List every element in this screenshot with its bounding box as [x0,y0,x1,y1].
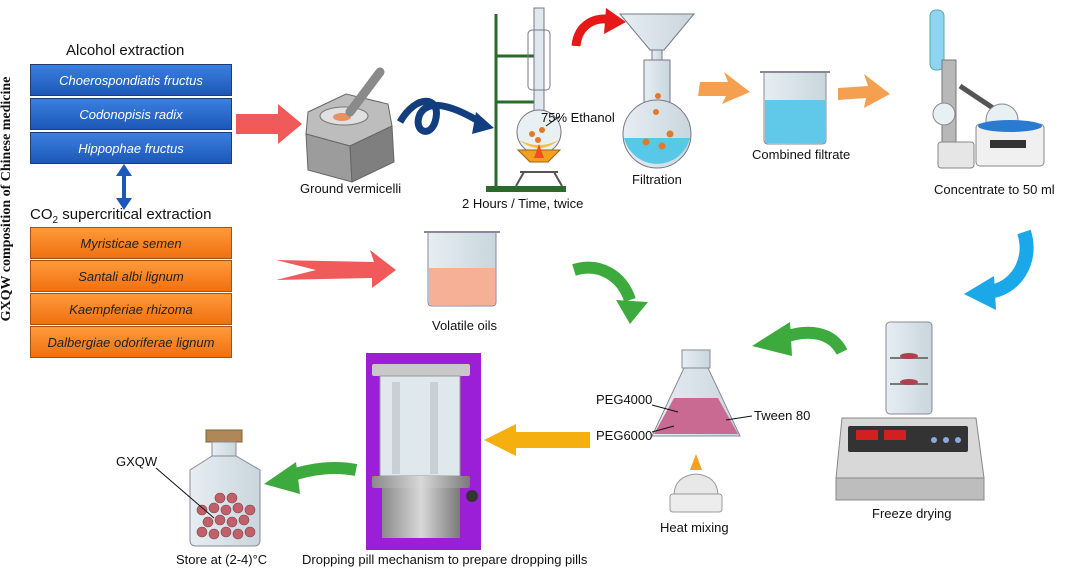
label-reflux-time: 2 Hours / Time, twice [462,196,584,211]
red-arrow-icon [276,250,396,288]
label-ground: Ground vermicelli [300,181,402,196]
red-arrow-icon [236,104,302,144]
herb-box-co2: Myristicae semen [30,227,232,259]
label-heat-mixing: Heat mixing [660,520,729,535]
rotary-evaporator-icon [929,9,1045,169]
orange-arrow-icon [838,74,890,108]
label-peg4000: PEG4000 [596,392,653,407]
freeze-dryer-icon [835,321,985,501]
label-volatile-oils: Volatile oils [432,318,498,333]
cyan-curved-arrow-icon [986,229,1034,299]
green-curved-arrow-icon [572,261,636,303]
co2-header-prefix: CO [30,206,53,223]
beaker-icon [424,231,500,307]
label-tween80: Tween 80 [754,408,811,423]
label-ethanol: 75% Ethanol [541,110,615,125]
label-freeze-drying: Freeze drying [872,506,952,521]
double-arrow-icon [116,164,132,210]
flask-icon [651,349,753,513]
yellow-arrow-icon [484,424,590,456]
beaker-icon [760,71,830,145]
label-concentrate: Concentrate to 50 ml [934,182,1055,197]
label-combined-filtrate: Combined filtrate [752,147,851,162]
herb-box-alcohol: Hippophae fructus [30,132,232,164]
filtration-icon [618,13,696,169]
orange-arrow-icon [698,72,750,104]
green-curved-arrow-icon [287,462,358,482]
label-filtration: Filtration [632,172,682,187]
label-gxqw: GXQW [116,454,158,469]
dropping-pill-machine-icon [366,353,481,550]
herb-box-co2: Kaempferiae rhizoma [30,293,232,325]
storage-jar-icon [155,429,261,547]
co2-header: CO2 supercritical extraction [30,206,211,226]
herb-box-co2: Dalbergiae odoriferae lignum [30,326,232,358]
label-dropping-pill: Dropping pill mechanism to prepare dropp… [302,552,588,567]
mortar-icon [305,67,395,183]
alcohol-header: Alcohol extraction [66,42,185,59]
reflux-apparatus-icon [486,7,566,192]
herb-box-alcohol: Codonopisis radix [30,98,232,130]
co2-header-suffix: supercritical extraction [58,206,212,223]
label-peg6000: PEG6000 [596,428,653,443]
herb-box-co2: Santali albi lignum [30,260,232,292]
vertical-title: GXQW composition of Chinese medicine [0,76,14,322]
herb-box-alcohol: Choerospondiatis fructus [30,64,232,96]
co2-header-sub: 2 [52,215,59,226]
label-store: Store at (2-4)°C [176,552,268,567]
curly-arrow-icon [396,97,482,135]
